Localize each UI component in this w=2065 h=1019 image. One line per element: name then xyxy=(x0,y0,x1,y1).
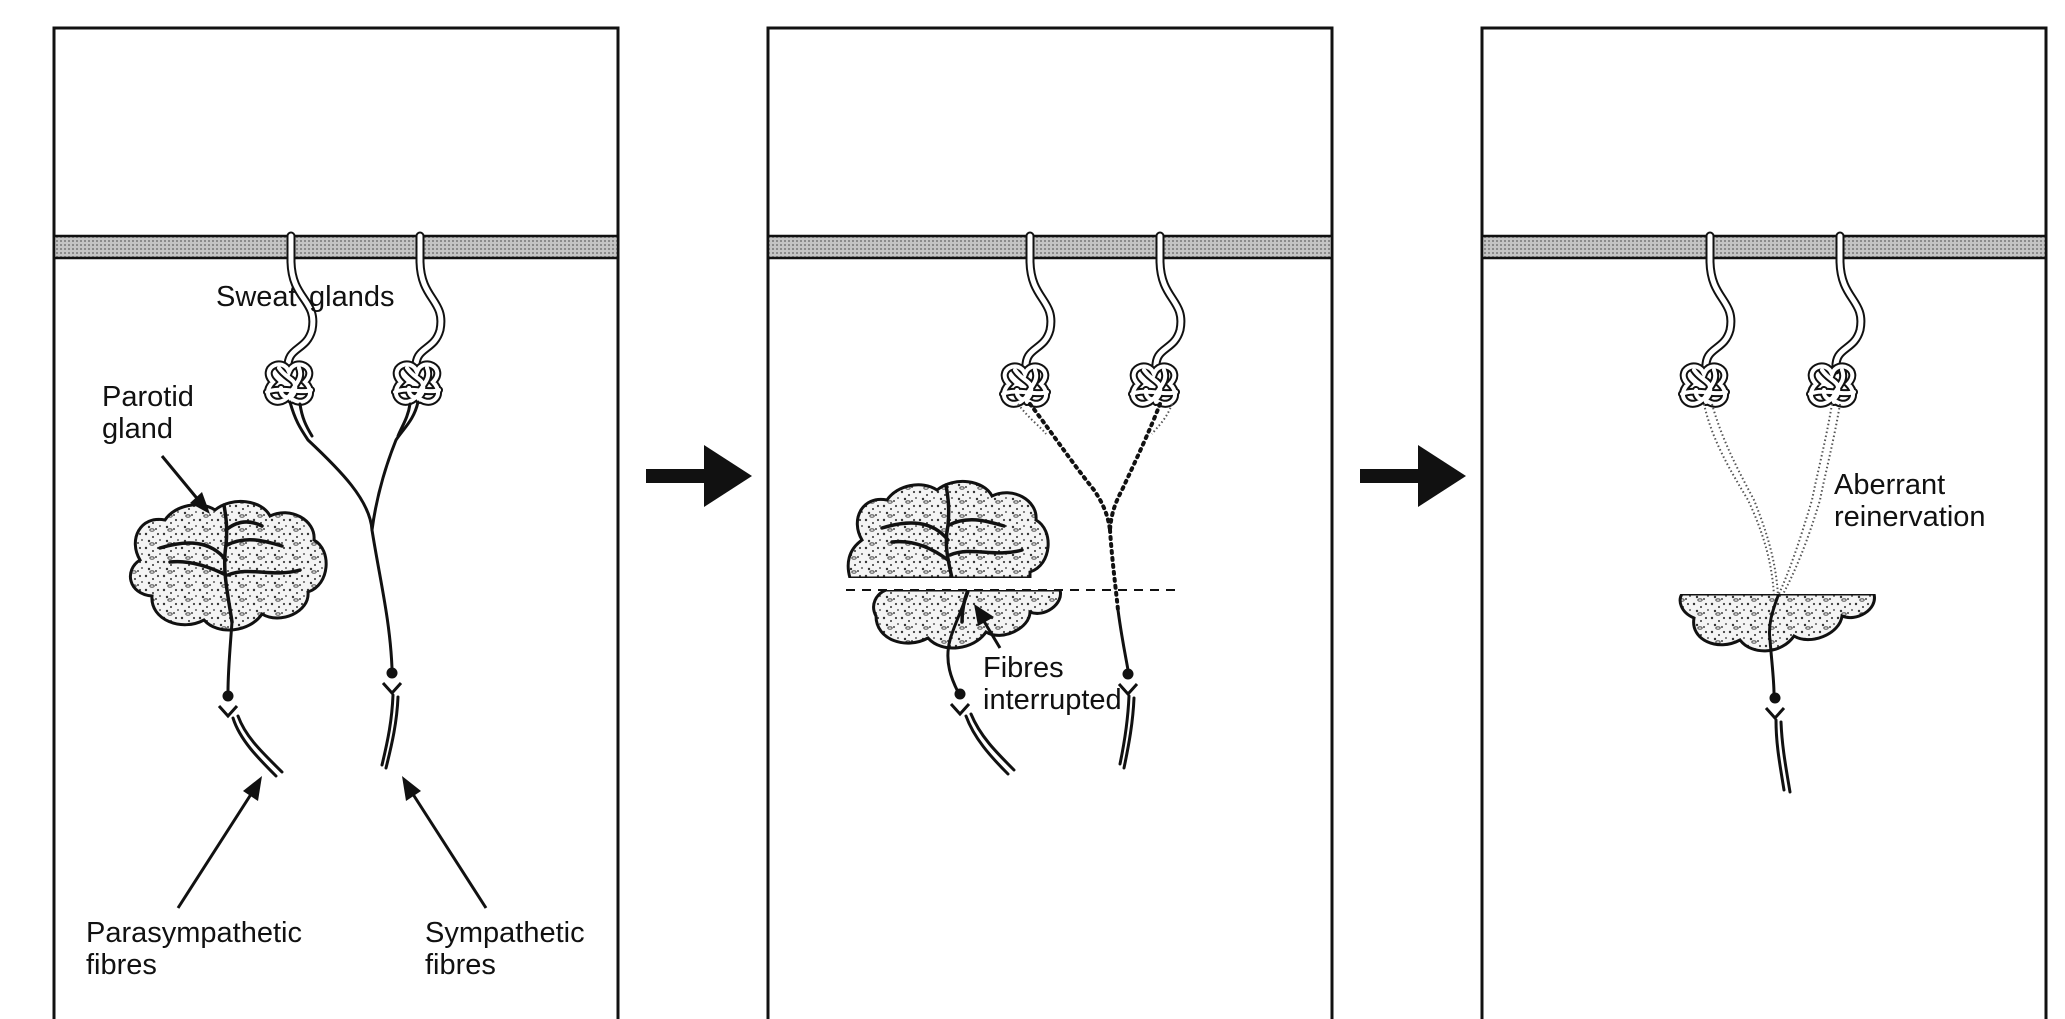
interruption-pointer-arrow xyxy=(974,604,1002,649)
sweat-gland-right xyxy=(1132,231,1186,404)
sympathetic-nerve xyxy=(288,400,420,770)
sweat-gland-right xyxy=(1810,231,1866,404)
sweat-gland-left xyxy=(1003,231,1056,404)
label-parasympathetic-2: fibres xyxy=(86,949,157,981)
sweat-gland-right xyxy=(395,231,446,402)
parotid-gland-upper-half xyxy=(846,479,1050,578)
parasympathetic-nerve xyxy=(217,620,284,778)
panel-frame xyxy=(52,26,620,1019)
parotid-pointer-arrow xyxy=(160,455,210,514)
panel-frame xyxy=(766,26,1334,1019)
panel-normal: Sweat glands Parotid gland Parasympathet… xyxy=(52,26,620,1019)
parasympathetic-nerve xyxy=(1764,638,1792,794)
transition-arrow-1 xyxy=(646,445,752,507)
label-reinervation: reinervation xyxy=(1834,501,1986,533)
label-sympathetic-2: fibres xyxy=(425,949,496,981)
nerve-junction xyxy=(1768,594,1780,642)
skin-layer xyxy=(766,234,1334,260)
panel-frame xyxy=(1480,26,2048,1019)
parasympathetic-nerve xyxy=(946,590,1016,776)
panel-reinnervation: Aberrant reinervation xyxy=(1480,26,2048,1019)
label-aberrant: Aberrant xyxy=(1834,469,1945,501)
label-parotid-1: Parotid xyxy=(102,381,194,413)
skin-layer xyxy=(52,234,620,260)
label-parotid-2: gland xyxy=(102,413,173,445)
skin-layer xyxy=(1480,234,2048,260)
label-sweat: Sweat xyxy=(216,281,297,313)
label-interrupted: interrupted xyxy=(983,684,1122,716)
label-glands: glands xyxy=(309,281,394,313)
sympathetic-stump xyxy=(1116,608,1139,770)
label-parasympathetic-1: Parasympathetic xyxy=(86,917,302,949)
panel-injury: Fibres interrupted xyxy=(766,26,1334,1019)
parasympathetic-pointer-arrow xyxy=(176,776,262,909)
degenerated-fibres xyxy=(1017,402,1173,612)
label-fibres: Fibres xyxy=(983,652,1064,684)
parotid-gland xyxy=(129,499,328,632)
sweat-gland-left xyxy=(267,231,318,402)
sweat-gland-left xyxy=(1682,231,1736,404)
transition-arrow-2 xyxy=(1360,445,1466,507)
label-sympathetic-1: Sympathetic xyxy=(425,917,585,949)
aberrant-fibres xyxy=(1703,403,1841,597)
sympathetic-pointer-arrow xyxy=(402,776,488,909)
